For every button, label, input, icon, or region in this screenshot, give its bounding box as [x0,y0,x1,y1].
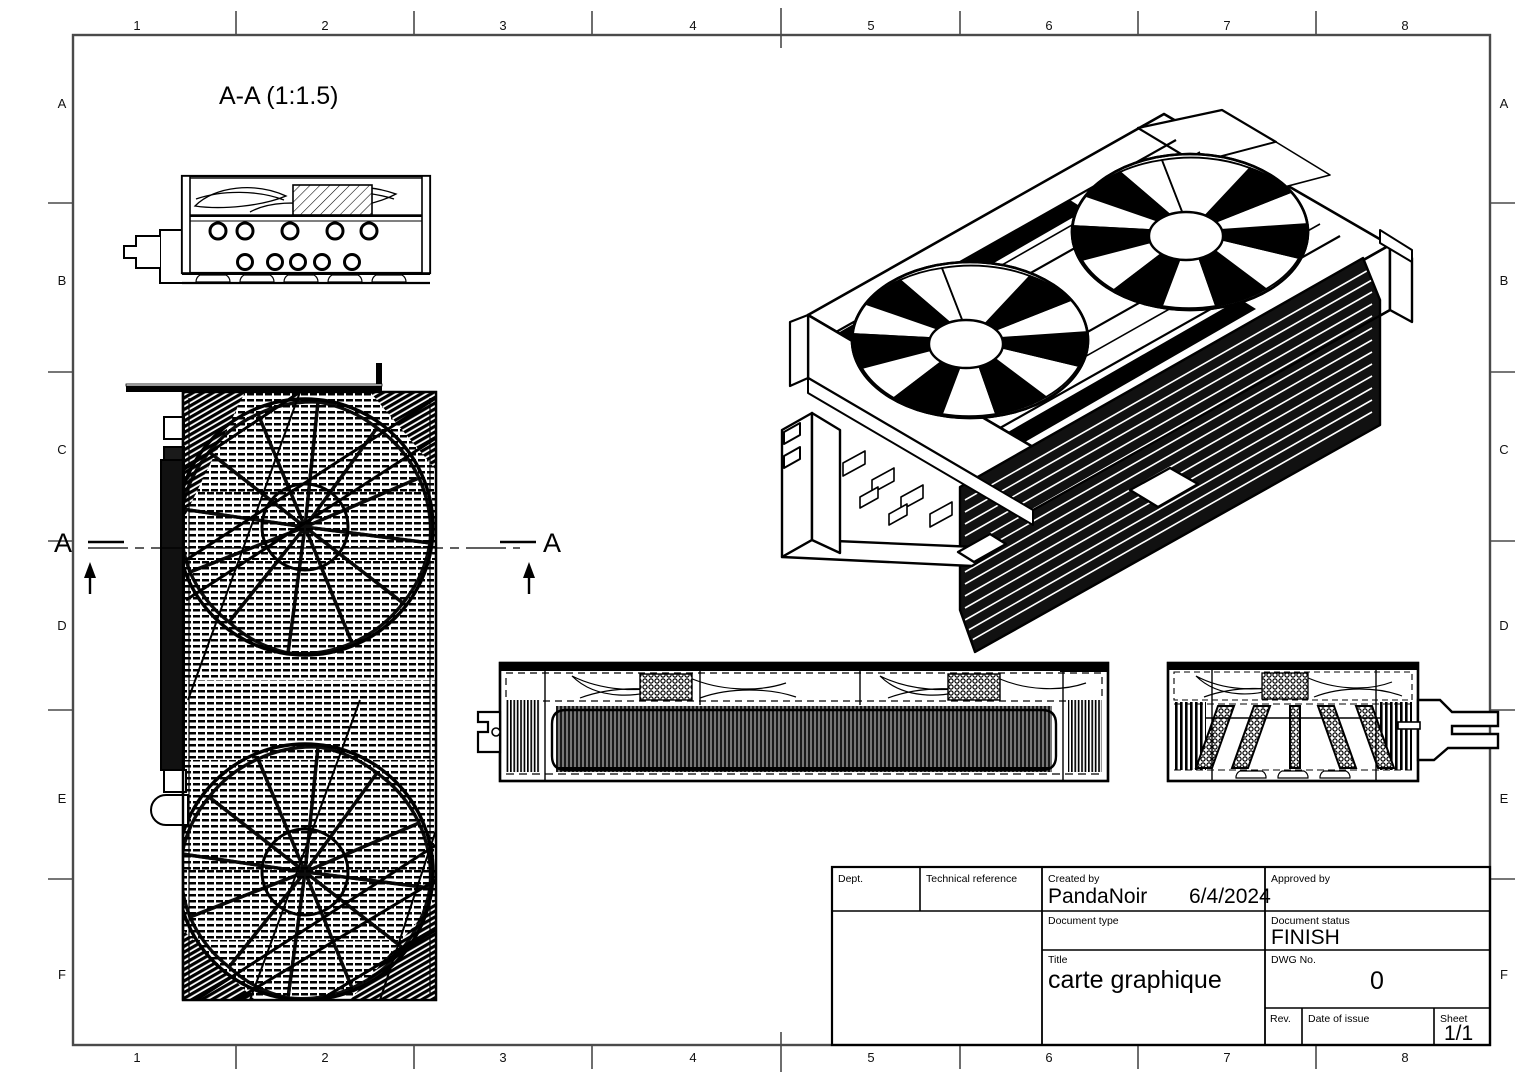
zone-col-5-top: 5 [867,18,875,33]
zone-col-8-top: 8 [1401,18,1409,33]
zone-row-d-left: D [57,618,67,633]
zone-col-2-bottom: 2 [321,1050,329,1065]
zone-row-e-right: E [1499,791,1509,806]
zone-col-6-top: 6 [1045,18,1053,33]
section-view-a-a-geometry [123,174,432,285]
zone-row-e-left: E [57,791,67,806]
zone-row-b-left: B [57,273,67,288]
tb-dept-caption: Dept. [838,873,864,885]
front-elevation-geometry [476,661,1110,783]
zone-col-1-bottom: 1 [133,1050,141,1065]
tb-title-value: carte graphique [1048,966,1222,994]
plan-view-geometry [125,363,438,1002]
tb-title-caption: Title [1048,954,1068,966]
tb-created-date-value: 6/4/2024 [1189,885,1271,908]
zone-row-f-left: F [58,967,66,982]
tb-document-status-value: FINISH [1271,926,1340,949]
section-line-a-a [84,540,536,594]
zone-row-a-left: A [57,96,67,111]
tb-approved-by-caption: Approved by [1271,873,1330,885]
isometric-view-geometry [780,108,1414,654]
tb-sheet-value: 1/1 [1444,1022,1474,1045]
tb-document-type-caption: Document type [1048,915,1119,927]
zone-col-3-top: 3 [499,18,507,33]
zone-row-d-right: D [1499,618,1509,633]
tb-dwg-no-caption: DWG No. [1271,954,1316,966]
zone-row-f-right: F [1500,967,1508,982]
zone-row-b-right: B [1499,273,1509,288]
section-mark-left-letter: A [54,528,73,558]
zone-row-c-left: C [57,442,67,457]
zone-col-1-top: 1 [133,18,141,33]
tb-created-by-value: PandaNoir [1048,885,1148,908]
tb-rev-caption: Rev. [1270,1013,1291,1025]
end-elevation-geometry [1166,661,1500,783]
zone-row-c-right: C [1499,442,1509,457]
zone-ticks-bottom [235,1032,1317,1072]
tb-document-status-caption: Document status [1271,915,1350,927]
tb-sheet-caption: Sheet [1440,1013,1468,1025]
zone-col-4-top: 4 [689,18,697,33]
zone-ticks-left [48,202,73,880]
zone-col-5-bottom: 5 [867,1050,875,1065]
section-mark-right-letter: A [543,528,562,558]
zone-ticks-right [1490,202,1515,880]
tb-created-by-caption: Created by [1048,873,1100,885]
title-block-grid [830,865,1492,1047]
tb-dwg-no-value: 0 [1370,967,1384,995]
zone-ticks-top [235,8,1317,48]
zone-col-6-bottom: 6 [1045,1050,1053,1065]
section-view-title: A-A (1:1.5) [219,82,339,110]
zone-row-a-right: A [1499,96,1509,111]
zone-col-7-top: 7 [1223,18,1231,33]
zone-col-2-top: 2 [321,18,329,33]
zone-col-4-bottom: 4 [689,1050,697,1065]
zone-col-3-bottom: 3 [499,1050,507,1065]
tb-date-of-issue-caption: Date of issue [1308,1013,1370,1025]
zone-col-7-bottom: 7 [1223,1050,1231,1065]
tb-technical-reference-caption: Technical reference [926,873,1018,885]
zone-col-8-bottom: 8 [1401,1050,1409,1065]
